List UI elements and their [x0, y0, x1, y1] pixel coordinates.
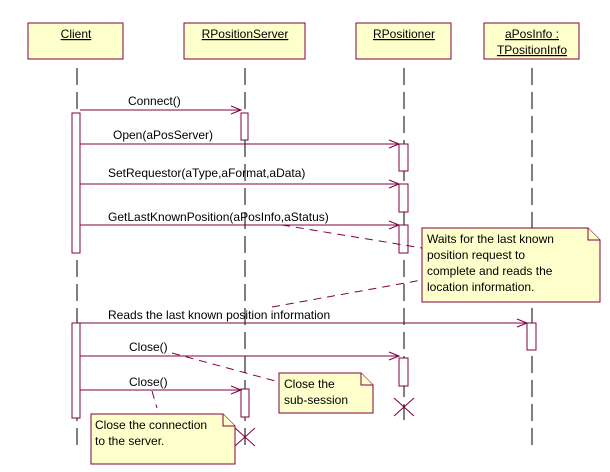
message-label: GetLastKnownPosition(aPosInfo,aStatus) [108, 210, 329, 224]
message-label: Connect() [128, 94, 181, 108]
arrowhead-icon [388, 351, 401, 361]
activation-rpositioner-4 [398, 357, 409, 387]
note-anchor-waits-1 [281, 224, 423, 249]
activation-client-2 [71, 322, 81, 419]
object-label-line-2: TPositionInfo [497, 43, 567, 57]
arrowhead-icon [230, 385, 243, 395]
message-connect[interactable]: Connect() [80, 94, 243, 115]
note-text-line: sub-session [284, 393, 348, 407]
message-close-rpositionserver[interactable]: Close() [80, 375, 243, 395]
object-box [483, 22, 580, 60]
destroy-rpositioner-icon [393, 397, 415, 417]
arrowhead-icon [388, 220, 401, 230]
note-text-line: complete and reads the [427, 264, 553, 278]
note-fold-icon [587, 228, 600, 241]
note-shape [90, 413, 236, 465]
message-label: Close() [129, 375, 168, 389]
message-label: Close() [129, 340, 168, 354]
object-rpositionserver[interactable]: RPositionServer [183, 22, 306, 60]
note-text-line: to the server. [95, 434, 164, 448]
activation-rpositioner-3 [398, 224, 409, 254]
object-label: RPositionServer [202, 27, 289, 41]
object-box [355, 22, 452, 60]
object-label: RPositioner [373, 27, 435, 41]
note-text-line: Close the [284, 377, 335, 391]
message-close-rpositioner[interactable]: Close() [80, 340, 401, 361]
note-text-line: location information. [427, 280, 534, 294]
note-text-line: Waits for the last known [427, 232, 554, 246]
destroy-rpositionserver-icon [234, 427, 256, 447]
activation-rpositioner-1 [398, 143, 409, 172]
arrowhead-icon [230, 105, 243, 115]
message-open[interactable]: Open(aPosServer) [80, 128, 401, 149]
object-label-line-1: aPosInfo : [505, 27, 559, 41]
object-aposinfo[interactable]: aPosInfo : TPositionInfo [483, 22, 580, 60]
arrowhead-icon [388, 139, 401, 149]
message-label: Reads the last known position informatio… [108, 308, 330, 322]
note-shape [278, 372, 374, 414]
activation-rpositioner-2 [398, 183, 409, 213]
object-label: Client [61, 27, 92, 41]
message-label: Open(aPosServer) [113, 128, 213, 142]
note-anchor-close-subsession [171, 352, 280, 383]
note-text-line: Close the connection [95, 418, 207, 432]
object-client[interactable]: Client [27, 22, 124, 60]
note-close-connection[interactable]: Close the connection to the server. [90, 413, 236, 465]
arrowhead-icon [516, 318, 529, 328]
object-rpositioner[interactable]: RPositioner [355, 22, 452, 60]
note-fold-icon [222, 414, 235, 427]
message-label: SetRequestor(aType,aFormat,aData) [108, 166, 305, 180]
activation-rpositionserver-1 [240, 112, 249, 141]
message-reads-position[interactable]: Reads the last known position informatio… [80, 308, 529, 328]
note-anchor-waits-2 [271, 279, 423, 308]
activations [71, 112, 537, 419]
note-text-line: position request to [427, 248, 525, 262]
note-shape [421, 227, 601, 303]
note-close-subsession[interactable]: Close the sub-session [278, 372, 374, 414]
activation-client-1 [71, 112, 81, 254]
object-box [183, 22, 306, 60]
note-anchor-close-connection [151, 390, 158, 409]
message-getlastknownposition[interactable]: GetLastKnownPosition(aPosInfo,aStatus) [80, 210, 401, 230]
activation-rpositionserver-2 [240, 388, 250, 418]
message-setrequestor[interactable]: SetRequestor(aType,aFormat,aData) [80, 166, 401, 189]
object-box [27, 22, 124, 60]
activation-aposinfo-1 [526, 322, 537, 351]
note-waits[interactable]: Waits for the last known position reques… [421, 227, 601, 303]
arrowhead-icon [388, 179, 401, 189]
note-fold-icon [360, 373, 373, 386]
